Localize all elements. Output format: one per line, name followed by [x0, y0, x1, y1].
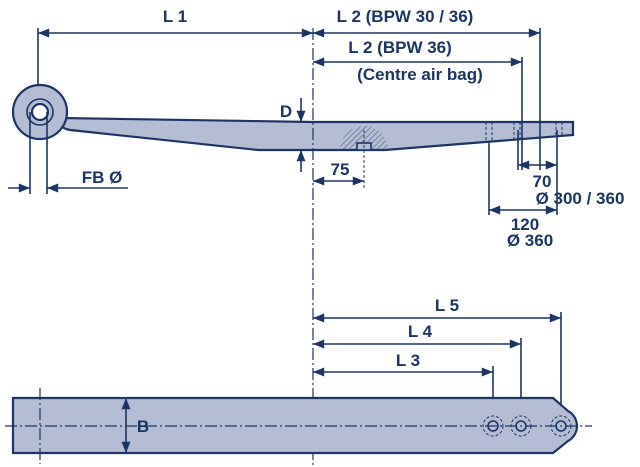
b-label: B — [137, 417, 149, 436]
dia-360-label: Ø 360 — [507, 231, 553, 250]
dim-75-label: 75 — [331, 160, 350, 179]
leaf-side — [58, 116, 575, 152]
l5-label: L 5 — [435, 296, 459, 315]
l2-bpw30-36-label: L 2 (BPW 30 / 36) — [337, 7, 474, 26]
d-label: D — [280, 102, 292, 121]
side-view — [11, 83, 575, 152]
l1-label: L 1 — [163, 7, 187, 26]
dia-300-360-label: Ø 300 / 360 — [536, 189, 625, 208]
plan-view: B — [5, 388, 592, 464]
dim-70-label: 70 — [533, 172, 552, 191]
centre-air-bag-label: (Centre air bag) — [357, 65, 483, 84]
l2-bpw36-label: L 2 (BPW 36) — [348, 38, 452, 57]
fb-label: FB Ø — [82, 168, 123, 187]
dim-120-label: 120 — [511, 215, 539, 234]
hole-marks — [485, 122, 563, 142]
l4-label: L 4 — [408, 322, 433, 341]
l3-label: L 3 — [396, 351, 420, 370]
mounting-holes — [482, 415, 572, 437]
